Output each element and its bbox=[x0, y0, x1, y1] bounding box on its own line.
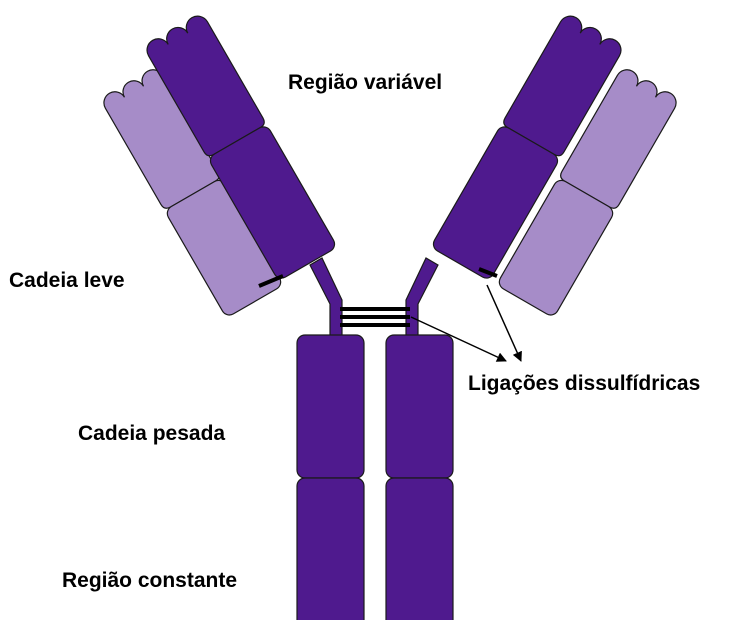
label-constant-region: Região constante bbox=[62, 569, 237, 592]
left-hinge bbox=[310, 258, 342, 342]
label-heavy-chain: Cadeia pesada bbox=[78, 422, 225, 445]
left-heavy-chain-ch2-domain bbox=[297, 335, 364, 478]
left-heavy-chain-ch3-domain bbox=[297, 478, 364, 620]
label-disulfide-bonds: Ligações dissulfídricas bbox=[468, 372, 700, 395]
right-hinge bbox=[406, 258, 438, 342]
label-light-chain: Cadeia leve bbox=[9, 269, 125, 292]
label-variable-region: Região variável bbox=[288, 71, 442, 94]
disulfide-bonds-heavy bbox=[340, 309, 410, 325]
right-heavy-chain-ch3-domain bbox=[386, 478, 453, 620]
fc-stem bbox=[297, 335, 453, 620]
right-heavy-chain-ch2-domain bbox=[386, 335, 453, 478]
right-arm bbox=[431, 12, 681, 318]
left-arm bbox=[100, 12, 338, 318]
